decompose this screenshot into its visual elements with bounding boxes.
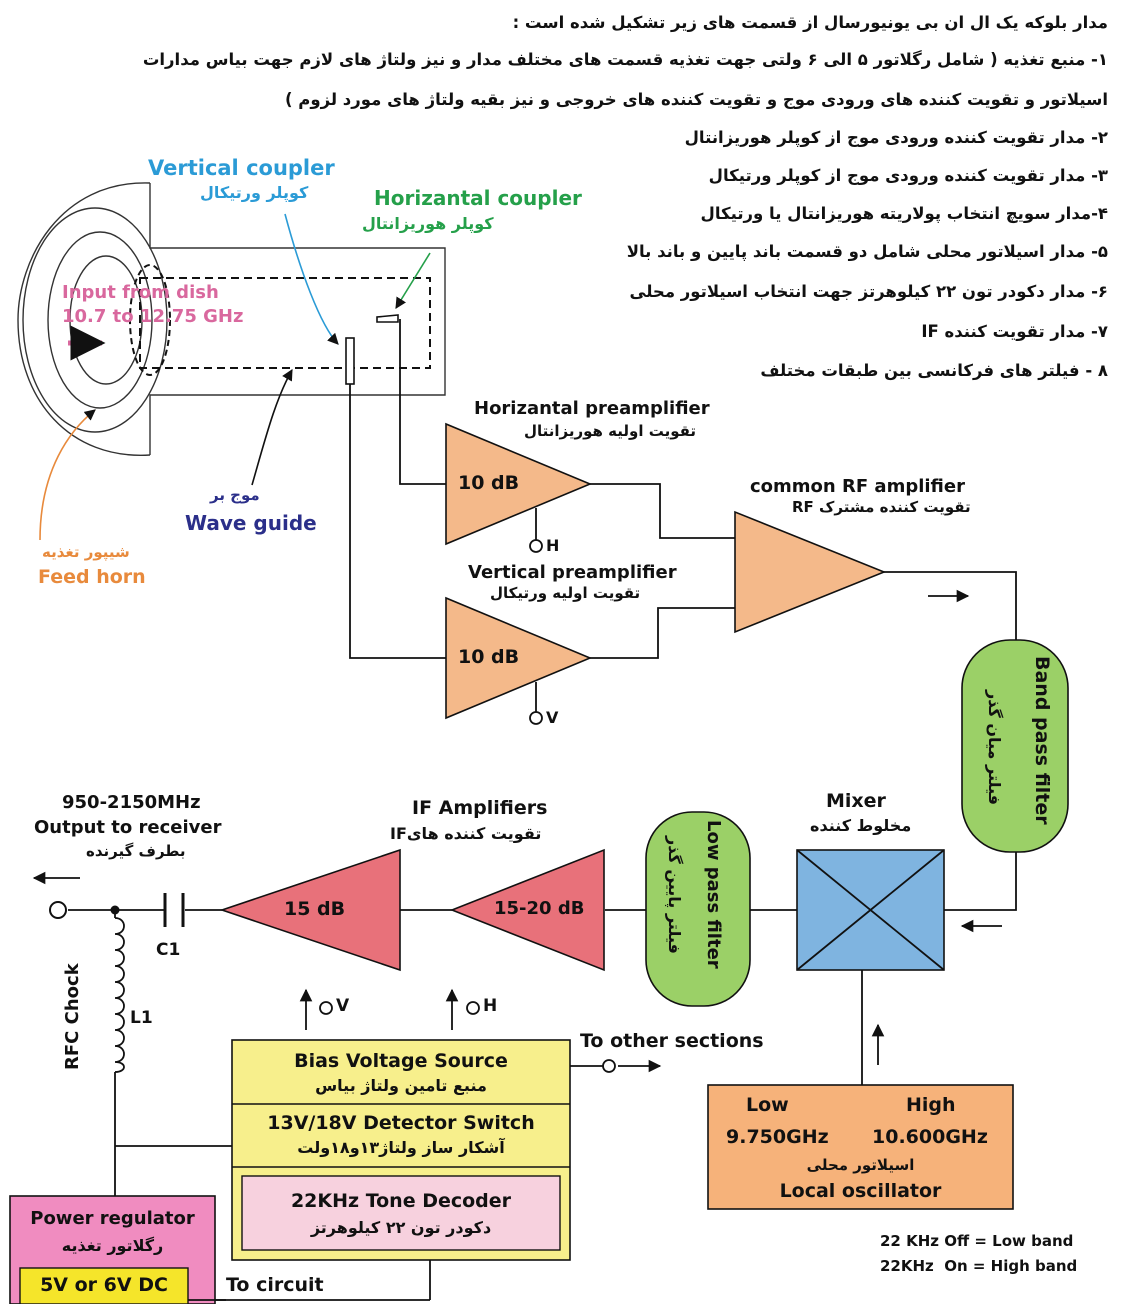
output-frequency: 950-2150MHz [62,792,201,813]
intro-item-1: ۱- منبع تغذیه ( شامل رگلاتور ۵ الی ۶ ولت… [142,50,1108,69]
rfc-choke-coil [114,917,125,1073]
intro-item-6: ۶- مدار دکودر تون ۲۲ کیلوهرتز جهت انتخاب… [629,282,1109,301]
h-preamp-label-fa: تقویت اولیه هوریزانتال [524,422,697,440]
v-preamp-label-fa: تقویت اولیه ورتیکال [490,584,641,602]
low-pass-filter [645,811,751,1007]
rfc-choke-label: RFC Chock [62,963,83,1070]
intro-item-5: ۵- مدار اسیلاتور محلی شامل دو قسمت باند … [626,242,1108,261]
dc-output-label: 5V or 6V DC [40,1274,168,1296]
output-to-receiver: Output to receiver [34,817,222,838]
to-circuit-label: To circuit [226,1274,324,1296]
feed-horn [17,182,446,456]
tone-decoder-box [241,1175,561,1251]
input-label-line2: 10.7 to 12.75 GHz [62,306,244,327]
h-bias-label: H [546,536,560,555]
power-regulator-label-fa: رگلاتور تغذیه [61,1236,164,1255]
local-oscillator-label: Local oscillator [779,1180,942,1202]
intro-item-8: ۸ - فیلتر های فرکانسی بین طبقات مختلف [760,361,1108,380]
if-amp-1-gain: 15 dB [284,898,346,920]
h-bias-terminal [529,539,543,553]
local-oscillator-label-fa: اسیلاتور محلی [806,1156,915,1174]
detector-switch-label-fa: آشکار ساز ولتاژ۱۳و۱۸ولت [297,1138,505,1157]
v-bias-terminal [529,711,543,725]
tone-decoder-label: 22KHz Tone Decoder [290,1190,512,1212]
common-rf-amplifier [734,510,887,634]
detector-switch-label: 13V/18V Detector Switch [267,1112,535,1134]
input-label-line1: Input from dish [62,282,219,303]
bias-h-label: H [483,996,498,1016]
intro-item-4: ۴-مدار سویچ انتخاب پولاریته هوریزانتال ی… [700,204,1109,223]
band-low-note: 22 KHz Off = Low band [880,1232,1074,1250]
horizontal-coupler-label: Horizantal coupler [374,186,582,210]
if-amplifier-2 [449,848,605,972]
output-terminal [49,901,67,919]
to-other-sections-label: To other sections [580,1030,764,1052]
v-preamp-gain: 10 dB [458,646,520,668]
v-preamp-label: Vertical preamplifier [468,562,677,583]
if-amplifiers-label: IF Amplifiers [412,797,548,819]
output-to-receiver-fa: بطرف گیرنده [86,842,186,860]
lo-low-frequency: 9.750GHz [726,1126,829,1148]
feedhorn-label: Feed horn [38,566,146,588]
bpf-label: Band pass filter [1031,656,1053,825]
rf-amplifier-label: common RF amplifier [750,476,965,497]
bias-voltage-source-label: Bias Voltage Source [294,1050,508,1072]
lo-high-frequency: 10.600GHz [872,1126,988,1148]
vertical-coupler-probe [345,337,355,385]
mixer-label-fa: مخلوط کننده [810,816,912,835]
lpf-label: Low pass filter [703,820,724,969]
intro-item-2: ۲- مدار تقویت کننده ورودی موج از کوپلر ه… [684,128,1108,147]
vertical-coupler-label-fa: کوپلر ورتیکال [200,183,309,202]
h-preamp-gain: 10 dB [458,472,520,494]
feedhorn-label-fa: شیپور تغذیه [42,543,130,561]
vcoupler-pointer [284,213,339,345]
intro-heading: مدار بلوکه یک ال ان بی یونیورسال از قسمت… [512,13,1108,32]
if-amp-2-gain: 15-20 dB [494,898,585,919]
lo-low-label: Low [746,1094,789,1116]
hcoupler-pointer [395,252,431,309]
lo-high-label: High [906,1094,956,1116]
h-preamp-label: Horizantal preamplifier [474,398,710,419]
waveguide-label: Wave guide [185,511,317,535]
bias-v-label: V [336,996,350,1016]
mixer-cross [796,849,945,971]
bias-v-terminal [319,1001,333,1015]
rf-amplifier-label-fa: تقویت کننده مشترک RF [792,498,971,516]
bias-h-terminal [466,1001,480,1015]
horizontal-preamp [445,422,593,546]
bias-voltage-source-label-fa: منبع تامین ولتاژ بیاس [315,1076,487,1095]
capacitor-c1 [163,893,185,927]
intro-item-7: ۷- مدار تقویت کننده IF [921,322,1108,341]
c1-label: C1 [156,940,181,960]
v-bias-label: V [546,708,559,727]
l1-label: L1 [130,1008,153,1028]
vertical-preamp [445,596,593,720]
band-pass-filter [961,639,1069,853]
vertical-coupler-label: Vertical coupler [148,156,335,180]
if-amplifier-1 [219,848,401,972]
feedhorn-pointer [39,409,96,541]
intro-item-1b: اسیلاتور و تقویت کننده های ورودی موج و ت… [284,90,1108,109]
power-regulator-label: Power regulator [30,1208,195,1229]
dc-output-box [19,1267,189,1304]
intro-item-3: ۳- مدار تقویت کننده ورودی موج از کوپلر و… [708,166,1108,185]
waveguide-pointer [251,369,293,486]
lpf-label-fa: فیلتر پایین گذر [665,836,684,954]
bpf-label-fa: فیلتر میان گذر [985,690,1004,806]
dish-aperture [129,264,171,376]
other-sections-terminal [602,1059,616,1073]
local-oscillator-box [707,1084,1014,1210]
horizontal-coupler-label-fa: کوپلر هوریزانتال [362,214,494,233]
junction-dot [110,905,120,915]
band-high-note: 22KHz On = High band [880,1257,1078,1275]
if-amplifiers-label-fa: تقویت کننده هایIF [390,824,542,843]
waveguide-label-fa: موج بر [210,486,260,504]
horizontal-coupler-probe [376,314,399,323]
mixer-label: Mixer [826,790,886,812]
tone-decoder-label-fa: دکودر تون ۲۲ کیلوهرتز [310,1218,492,1237]
waveguide-inner [139,277,431,369]
